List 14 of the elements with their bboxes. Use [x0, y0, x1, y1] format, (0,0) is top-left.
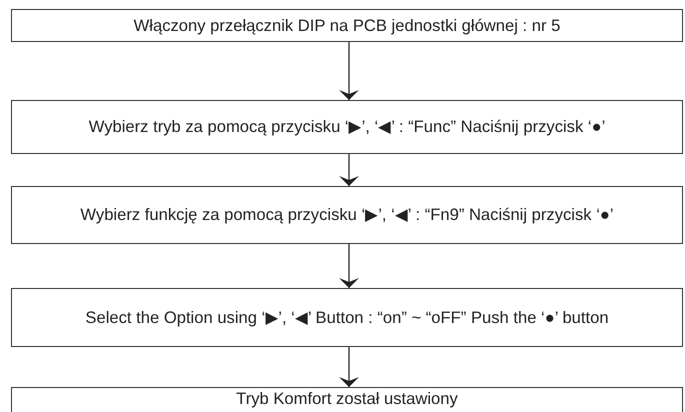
- step-text: Włączony przełącznik DIP na PCB jednostki głównej : nr 5: [134, 14, 560, 36]
- step-text: Wybierz funkcję za pomocą przycisku ‘▶’, ‘◀’ : “Fn9” Naciśnij przycisk ‘●’: [80, 204, 614, 226]
- arrow: [339, 244, 359, 288]
- arrow: [339, 154, 359, 186]
- arrow: [339, 42, 359, 100]
- process-box: [11, 100, 683, 154]
- process-box: [11, 387, 683, 412]
- step-text: Select the Option using ‘▶’, ‘◀’ Button : “on” ~ “oFF” Push the ‘●’ button: [85, 306, 609, 328]
- process-box: [11, 288, 683, 347]
- process-box: [11, 9, 683, 42]
- arrow: [339, 347, 359, 387]
- process-box: [11, 186, 683, 244]
- step-text: Tryb Komfort został ustawiony: [236, 388, 458, 410]
- step-text: Wybierz tryb za pomocą przycisku ‘▶’, ‘◀’ : “Func” Naciśnij przycisk ‘●’: [88, 116, 606, 138]
